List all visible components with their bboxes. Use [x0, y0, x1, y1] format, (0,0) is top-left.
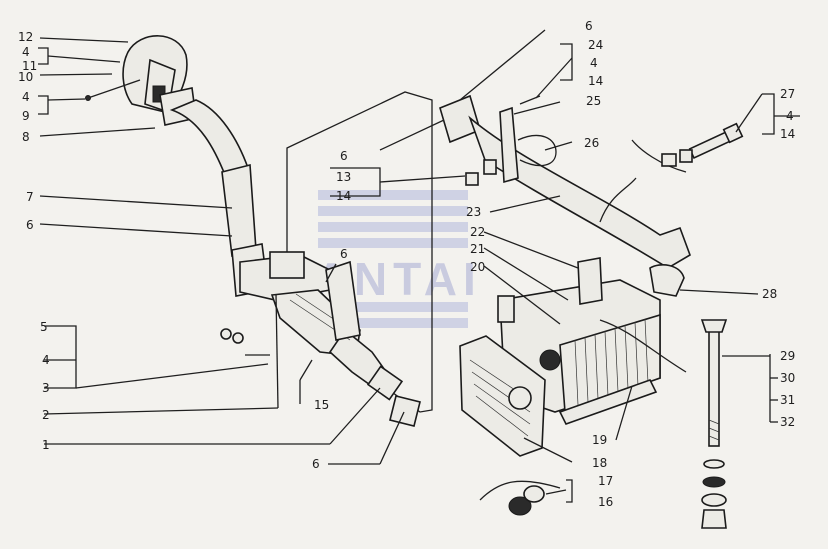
- callout-6-bottom: 6: [312, 457, 320, 471]
- callout-15: 15: [314, 398, 329, 412]
- callout-3: 3: [42, 381, 50, 395]
- callout-22: 22: [470, 225, 485, 239]
- upper-tube-assembly: [439, 94, 691, 269]
- callout-19: 19: [592, 433, 607, 447]
- callout-14-top: 14: [588, 74, 603, 88]
- callout-8: 8: [22, 130, 30, 144]
- callout-4c: 4: [42, 353, 50, 367]
- callout-6-top: 6: [585, 19, 593, 33]
- callout-24: 24: [588, 38, 603, 52]
- callout-29: 29: [780, 349, 795, 363]
- exhaust-elbow-assembly: [85, 35, 269, 297]
- callout-18: 18: [592, 456, 607, 470]
- callout-13: 13: [336, 170, 351, 184]
- lower-fitting: [479, 480, 561, 516]
- callout-23: 23: [466, 205, 481, 219]
- callout-labels: 12 4 11 10 4 9 8 7 6 5 4 3 2 1 6 6 13 14…: [18, 19, 795, 509]
- callout-26: 26: [584, 136, 599, 150]
- callout-14: 14: [336, 189, 351, 203]
- callout-4-right: 4: [786, 109, 794, 123]
- upper-bolt-assembly: [661, 122, 744, 167]
- callout-17: 17: [598, 474, 613, 488]
- callout-12: 12: [18, 30, 33, 44]
- callout-9: 9: [22, 109, 30, 123]
- callout-30: 30: [780, 371, 795, 385]
- callout-7: 7: [26, 190, 34, 204]
- callout-4b: 4: [22, 90, 30, 104]
- callout-2: 2: [42, 408, 50, 422]
- cooler-core: [497, 257, 687, 425]
- flex-pipe-assembly: [220, 251, 421, 427]
- callout-1: 1: [42, 438, 50, 452]
- callout-14-right: 14: [780, 127, 795, 141]
- callout-6-left: 6: [26, 218, 34, 232]
- callout-31: 31: [780, 393, 795, 407]
- callout-32: 32: [780, 415, 795, 429]
- end-plate: [459, 335, 546, 457]
- callout-16: 16: [598, 495, 613, 509]
- callout-4-top: 4: [590, 56, 598, 70]
- callout-21: 21: [470, 242, 485, 256]
- leader-lines: [38, 29, 800, 503]
- callout-10: 10: [18, 70, 33, 84]
- callout-6-mid: 6: [340, 247, 348, 261]
- callout-20: 20: [470, 260, 485, 274]
- callout-27: 27: [780, 87, 795, 101]
- callout-6-center: 6: [340, 149, 348, 163]
- callout-5: 5: [40, 320, 48, 334]
- callout-25: 25: [586, 94, 601, 108]
- callout-11: 11: [22, 59, 37, 73]
- callout-4: 4: [22, 45, 30, 59]
- callout-28: 28: [762, 287, 777, 301]
- long-bolt-assembly: [700, 319, 728, 529]
